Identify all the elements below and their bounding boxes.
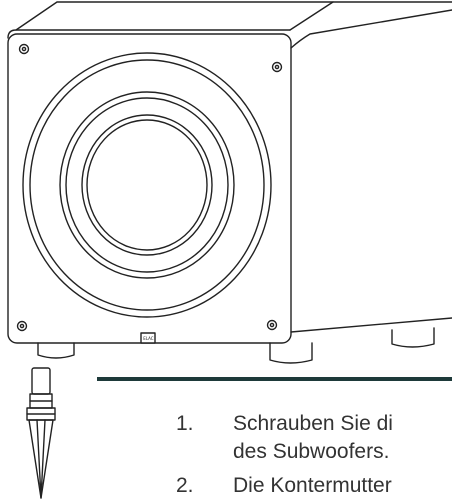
logo-text: ELAC: [143, 336, 154, 341]
screw-top-right: [271, 61, 283, 73]
screw-bottom-right: [266, 319, 278, 331]
screw-bottom-left: [16, 320, 28, 332]
foot-front-left: [37, 342, 75, 359]
cabinet-side: [290, 9, 452, 49]
step-number: 2.: [176, 474, 194, 497]
cabinet-front: [7, 33, 292, 344]
cabinet-top: [7, 1, 452, 39]
foot-front-right: [269, 342, 313, 364]
woofer-outer-ring: [22, 52, 272, 318]
step-text-continuation: des Subwoofers.: [233, 440, 390, 463]
spike-icon: [26, 367, 56, 499]
logo-badge: [140, 332, 156, 344]
section-divider: [97, 377, 452, 381]
woofer-cone: [81, 114, 213, 256]
step-number: 1.: [176, 412, 194, 435]
screw-top-left: [18, 43, 30, 55]
step-text: Die Kontermutter: [233, 474, 392, 497]
foot-back-right: [391, 327, 435, 348]
step-text: Schrauben Sie di: [233, 412, 393, 435]
woofer-surround: [59, 91, 235, 279]
